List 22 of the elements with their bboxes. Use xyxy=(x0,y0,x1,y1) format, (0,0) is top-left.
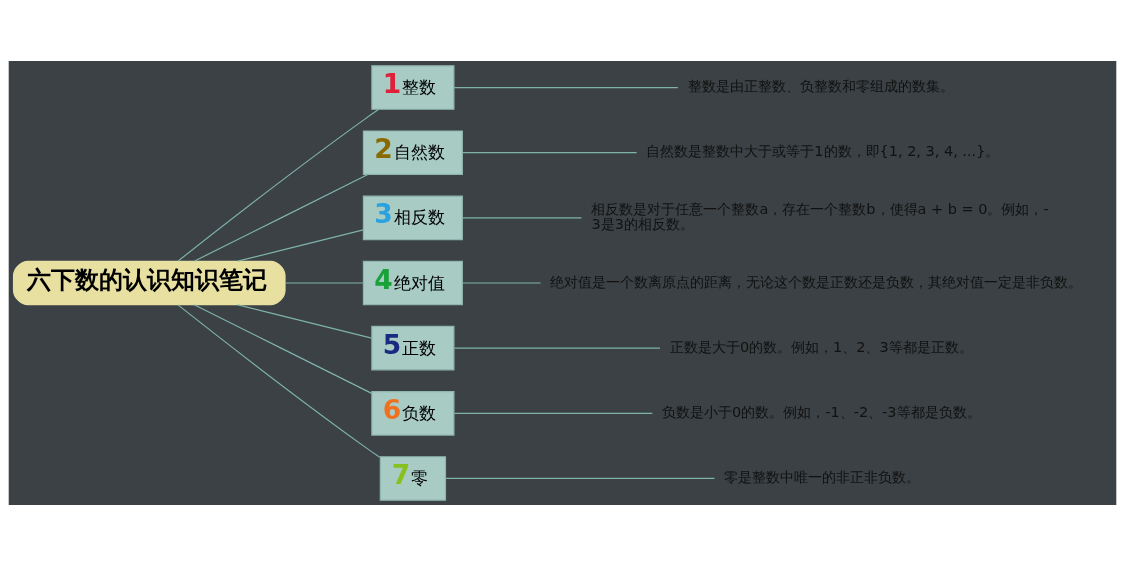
connector xyxy=(453,347,661,349)
node-box: 4绝对值 xyxy=(362,260,463,305)
connector xyxy=(461,281,542,284)
node-box: 1整数 xyxy=(371,64,455,110)
node-box: 3相反数 xyxy=(362,195,463,240)
connector xyxy=(177,303,381,458)
connector xyxy=(193,173,369,262)
connector xyxy=(193,303,373,394)
node-box: 5正数 xyxy=(371,325,455,370)
connector xyxy=(177,108,380,262)
connector xyxy=(453,412,653,414)
connector xyxy=(445,477,716,479)
connector xyxy=(461,216,583,218)
connector xyxy=(453,86,679,88)
connector xyxy=(284,281,364,284)
node-box: 六下数的认识知识笔记 xyxy=(12,260,286,305)
node-box: 7零 xyxy=(379,455,447,501)
connector xyxy=(461,151,638,153)
connector xyxy=(237,228,364,262)
connector xyxy=(237,303,373,339)
node-box: 2 自然数 xyxy=(362,129,463,175)
node-box: 6负数 xyxy=(371,390,455,436)
